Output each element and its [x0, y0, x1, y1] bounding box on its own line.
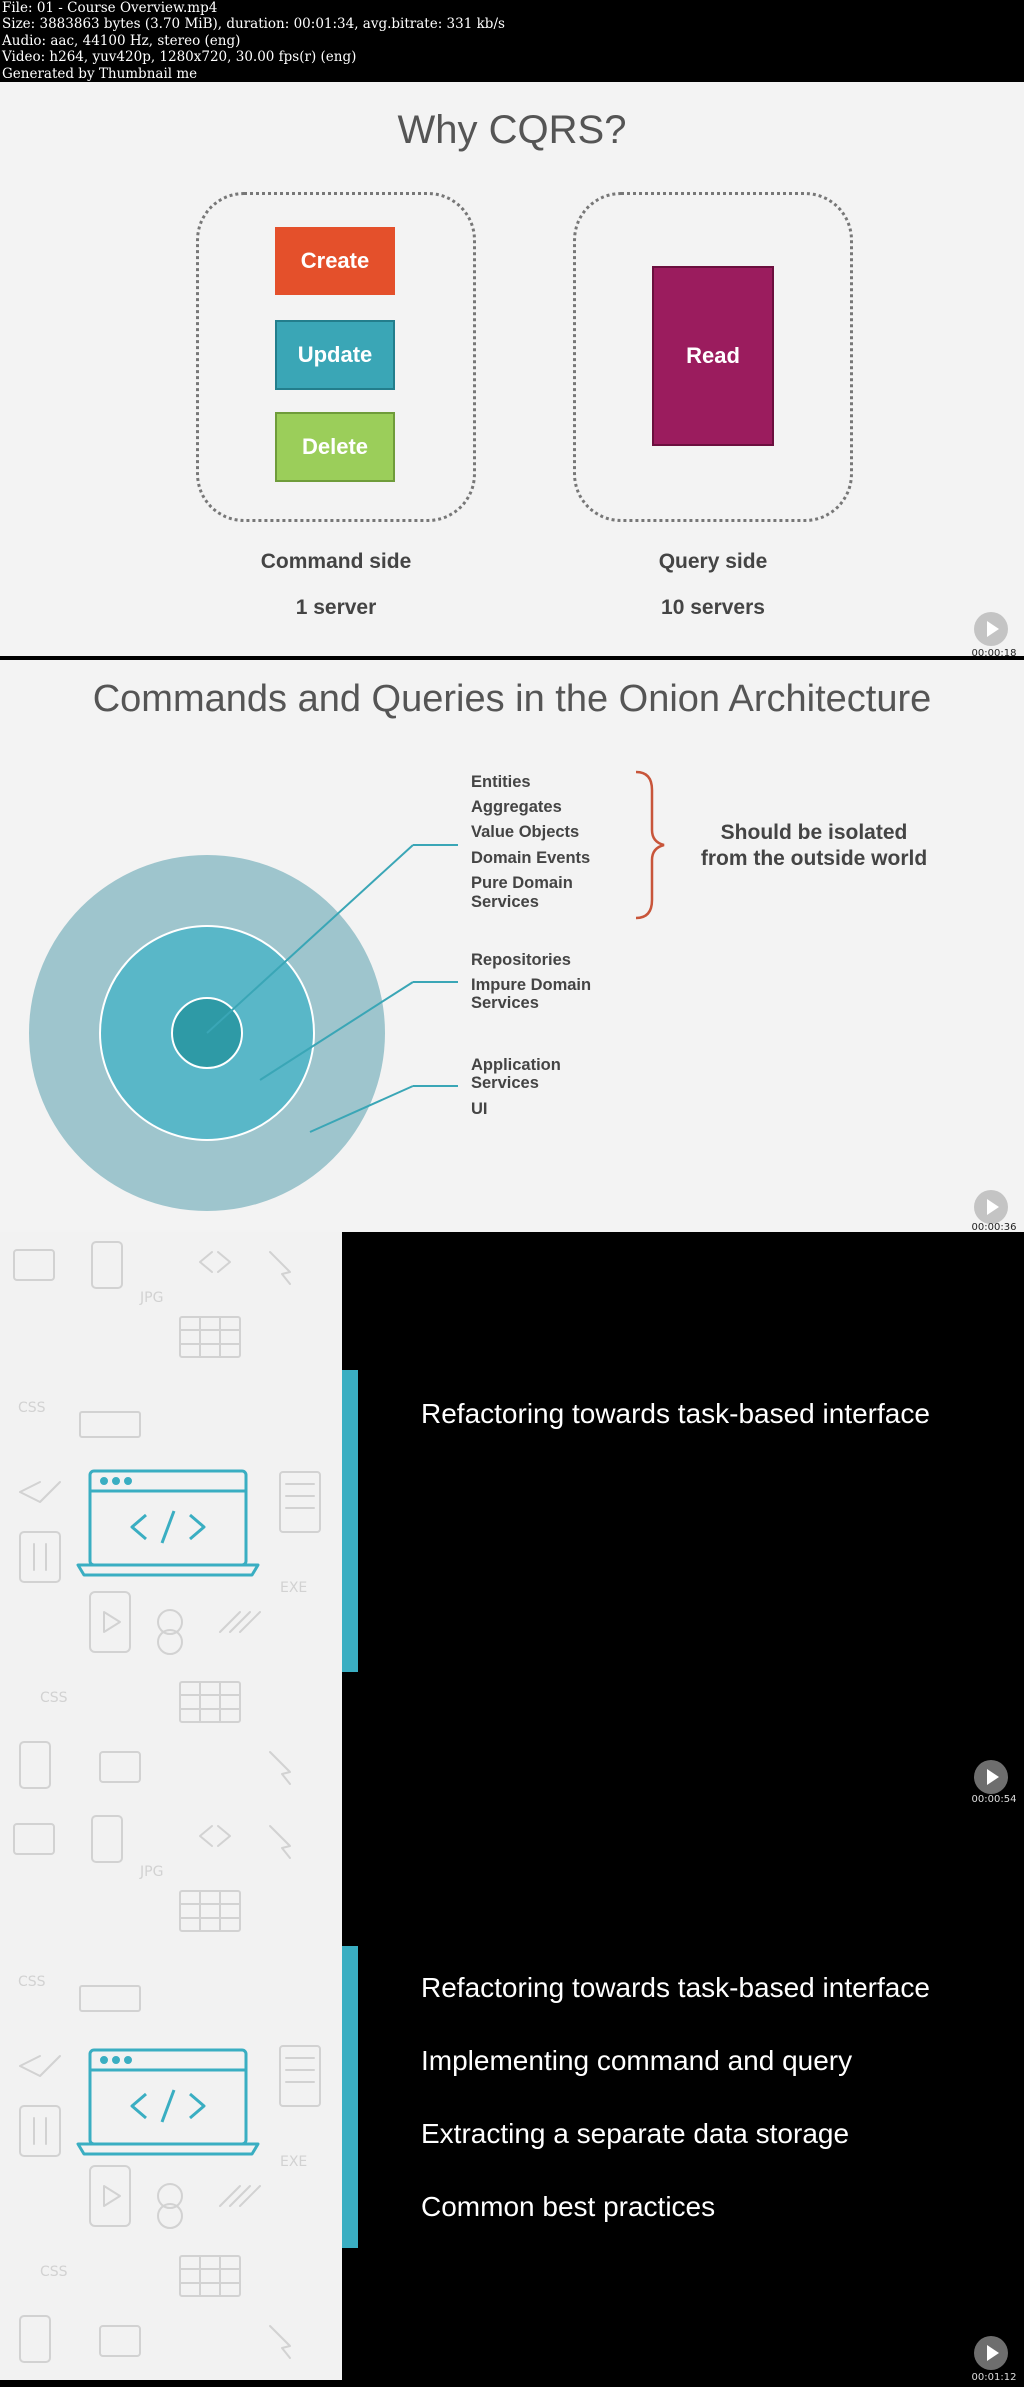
query-side-box — [573, 192, 853, 522]
outline-item: Extracting a separate data storage — [421, 2118, 850, 2149]
core-label: Domain Events — [471, 849, 591, 867]
slide-title: Why CQRS? — [397, 108, 627, 152]
thumbnail-outline-1: JPG CSS HTML EXE — [0, 1232, 1024, 1806]
create-block: Create — [275, 227, 395, 295]
outline-item: Common best practices — [421, 2191, 716, 2222]
laptop-code-icon — [76, 1469, 260, 1577]
svg-text:JPG: JPG — [139, 1864, 163, 1880]
svg-text:CSS: CSS — [40, 2264, 68, 2280]
query-side-caption: Query side — [658, 550, 768, 573]
svg-text:CSS: CSS — [18, 1974, 46, 1990]
outer-label: UI — [471, 1100, 488, 1118]
core-label: Entities — [471, 773, 531, 791]
timestamp: 00:00:54 — [971, 1794, 1017, 1805]
svg-text:CSS: CSS — [18, 1400, 46, 1416]
core-label: Value Objects — [471, 823, 580, 841]
timestamp: 00:00:36 — [971, 1222, 1017, 1233]
file-info-line: File: 01 - Course Overview.mp4 — [2, 0, 218, 16]
timestamp: 00:00:18 — [971, 648, 1017, 656]
slide-title: Commands and Queries in the Onion Archit… — [92, 678, 932, 720]
play-icon — [974, 1760, 1008, 1794]
outline-item: Refactoring towards task-based interface — [421, 1972, 930, 2003]
svg-text:EXE: EXE — [280, 2154, 307, 2170]
delete-block: Delete — [275, 412, 395, 482]
isolation-note-line: Should be isolated — [720, 821, 908, 844]
update-block: Update — [275, 320, 395, 390]
svg-text:JPG: JPG — [139, 1290, 163, 1306]
play-icon — [974, 2336, 1008, 2370]
file-info-line: Size: 3883863 bytes (3.70 MiB), duration… — [2, 16, 505, 33]
middle-label: Repositories — [471, 951, 571, 969]
read-block: Read — [652, 266, 774, 446]
outline-item: Implementing command and query — [421, 2045, 853, 2076]
outer-label: Application — [471, 1056, 561, 1074]
laptop-code-icon — [76, 2048, 260, 2156]
middle-label: Impure Domain — [471, 976, 592, 994]
core-label: Services — [471, 893, 539, 911]
thumbnail-why-cqrs: Why CQRS? Create Update Delete Read Comm… — [0, 82, 1024, 656]
brace-icon — [635, 770, 665, 920]
command-side-box — [196, 192, 476, 522]
play-icon — [974, 1190, 1008, 1224]
outline-item: Refactoring towards task-based interface — [421, 1398, 930, 1429]
svg-text:CSS: CSS — [40, 1690, 68, 1706]
middle-pointer-line — [259, 981, 414, 1081]
onion-diagram — [29, 770, 665, 1211]
accent-bar — [342, 1370, 358, 1672]
accent-bar — [342, 1946, 358, 2248]
thumbnail-outline-4: JPG CSS HTML EXE — [0, 1806, 1024, 2380]
file-info-line: Generated by Thumbnail me — [2, 65, 198, 82]
core-label: Aggregates — [471, 798, 562, 816]
command-servers-caption: 1 server — [295, 596, 377, 619]
isolation-note-line: from the outside world — [700, 847, 928, 870]
command-side-caption: Command side — [260, 550, 412, 573]
thumbnail-onion-architecture: Commands and Queries in the Onion Archit… — [0, 660, 1024, 1234]
outer-pointer-line — [309, 1085, 414, 1133]
doodle-pattern: JPG CSS HTML EXE — [13, 1815, 321, 2363]
core-pointer-line — [206, 844, 414, 1034]
timestamp: 00:01:12 — [971, 2372, 1017, 2380]
svg-text:EXE: EXE — [280, 1580, 307, 1596]
file-info: File: 01 - Course Overview.mp4 Size: 388… — [0, 0, 1024, 82]
isolation-note: Should be isolated from the outside worl… — [676, 820, 952, 872]
file-info-line: Audio: aac, 44100 Hz, stereo (eng) — [2, 32, 241, 49]
doodle-pattern-panel: JPG CSS HTML EXE — [0, 1806, 342, 2380]
file-info-line: Video: h264, yuv420p, 1280x720, 30.00 fp… — [2, 49, 357, 66]
play-icon — [974, 612, 1008, 646]
query-servers-caption: 10 servers — [661, 596, 765, 619]
outer-label: Services — [471, 1074, 539, 1092]
middle-label: Services — [471, 994, 539, 1012]
core-label: Pure Domain — [471, 874, 573, 892]
doodle-pattern-panel: JPG CSS HTML EXE — [0, 1232, 342, 1806]
